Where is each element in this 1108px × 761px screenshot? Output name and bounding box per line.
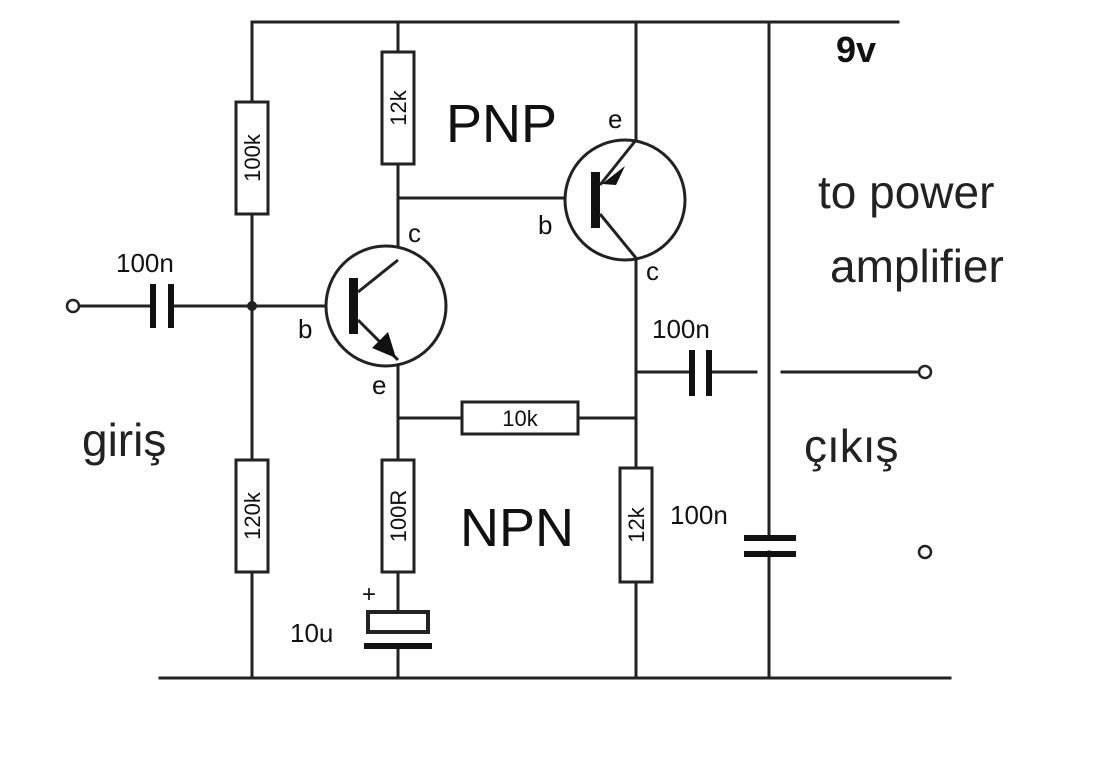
npn-emitter-arrow bbox=[372, 332, 396, 358]
resistor-12k-pnp: 12k bbox=[618, 466, 654, 584]
resistor-12k-npn-value: 12k bbox=[386, 89, 411, 125]
resistor-100k: 100k bbox=[234, 100, 270, 216]
resistor-12k-npn: 12k bbox=[380, 50, 416, 166]
npn-pin-e: e bbox=[372, 370, 386, 400]
note-line-2: amplifier bbox=[830, 240, 1004, 292]
capacitor-electrolytic: + bbox=[362, 581, 432, 649]
note-line-1: to power bbox=[818, 166, 994, 218]
supply-voltage-label: 9v bbox=[836, 29, 876, 70]
pnp-pin-e: e bbox=[608, 104, 622, 134]
capacitor-output bbox=[689, 350, 712, 396]
resistor-100r-value: 100R bbox=[386, 490, 411, 543]
capacitor-input bbox=[150, 284, 174, 328]
capacitor-electrolytic-value: 10u bbox=[290, 618, 333, 648]
pnp-pin-b: b bbox=[538, 210, 552, 240]
output-terminal bbox=[917, 364, 933, 380]
npn-transistor bbox=[324, 244, 448, 368]
resistor-100k-value: 100k bbox=[240, 133, 265, 182]
junction-dot bbox=[247, 301, 257, 311]
resistor-120k: 120k bbox=[234, 458, 270, 574]
resistor-120k-value: 120k bbox=[240, 491, 265, 540]
resistor-100r: 100R bbox=[380, 458, 416, 574]
capacitor-polarity-plus: + bbox=[362, 581, 376, 608]
resistor-10k: 10k bbox=[460, 400, 580, 436]
pnp-emitter-arrow bbox=[602, 166, 625, 185]
output-label: çıkış bbox=[804, 420, 899, 472]
npn-type-label: NPN bbox=[460, 498, 574, 558]
resistor-12k-pnp-value: 12k bbox=[624, 506, 649, 542]
resistor-10k-value: 10k bbox=[502, 406, 538, 431]
input-terminal bbox=[65, 298, 81, 314]
capacitor-supply bbox=[744, 535, 796, 557]
capacitor-output-value: 100n bbox=[652, 314, 710, 344]
ground-output-terminal bbox=[917, 544, 933, 560]
pnp-transistor bbox=[563, 138, 687, 262]
capacitor-supply-value: 100n bbox=[670, 500, 728, 530]
npn-pin-c: c bbox=[408, 218, 421, 248]
pnp-type-label: PNP bbox=[446, 94, 557, 154]
input-label: giriş bbox=[82, 414, 166, 466]
pnp-pin-c: c bbox=[646, 256, 659, 286]
capacitor-input-value: 100n bbox=[116, 248, 174, 278]
npn-pin-b: b bbox=[298, 314, 312, 344]
